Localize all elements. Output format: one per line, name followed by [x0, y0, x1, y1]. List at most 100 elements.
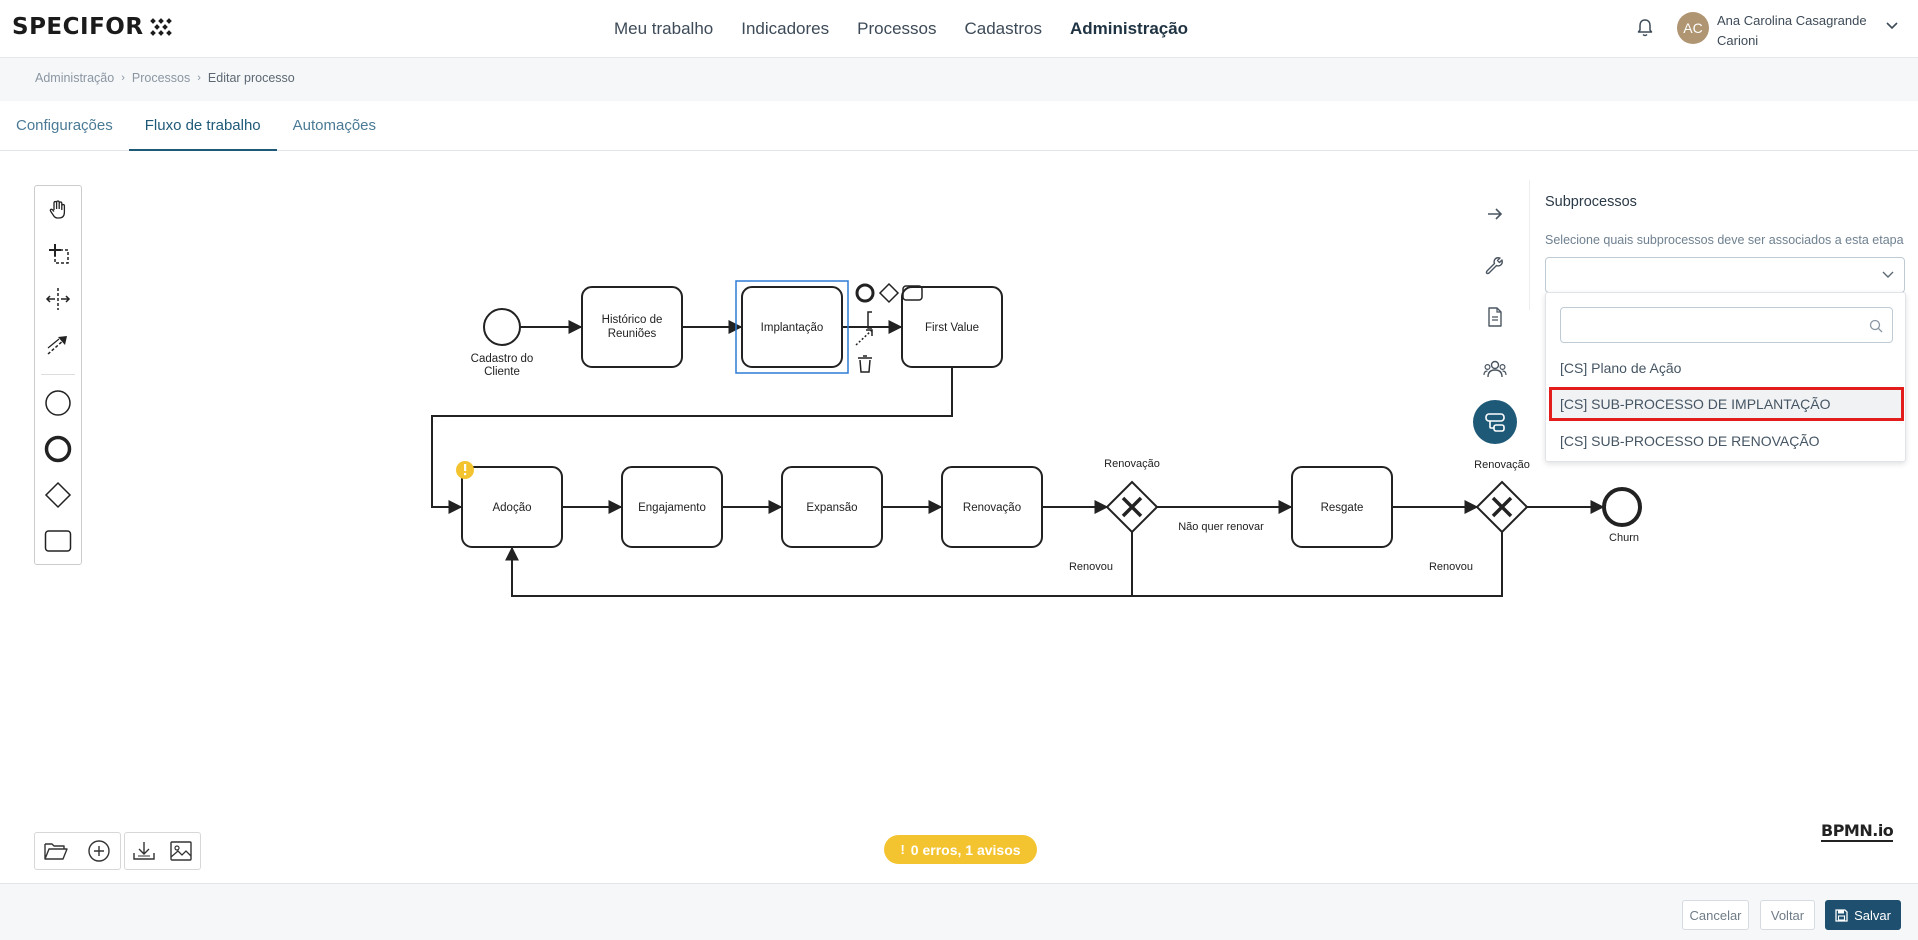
sidebar-flow-button[interactable] — [1473, 192, 1517, 236]
nav-administracao[interactable]: Administração — [1069, 19, 1189, 38]
sidebar-settings-button[interactable] — [1473, 243, 1517, 287]
top-navbar: SPECIFOR Meu trabalho Indicadores Proces… — [0, 0, 1918, 58]
subprocess-panel-title: Subprocessos — [1545, 194, 1637, 210]
document-icon — [1488, 307, 1502, 327]
task-first-value-label: First Value — [925, 322, 979, 334]
tool-palette — [34, 185, 82, 565]
append-task-icon — [902, 285, 923, 301]
save-button-label: Salvar — [1854, 907, 1891, 923]
action-footer: Cancelar Voltar Salvar — [0, 883, 1918, 940]
hand-tool-icon[interactable] — [44, 196, 72, 224]
subprocess-panel: Subprocessos Selecione quais subprocesso… — [1529, 180, 1918, 310]
create-end-event-icon[interactable] — [44, 435, 72, 463]
task-renovacao-label: Renovação — [963, 502, 1021, 514]
flow-nao-renovar-label: Não quer renovar — [1178, 521, 1264, 533]
user-name[interactable]: Ana Carolina Casagrande Carioni — [1717, 13, 1867, 48]
subprocess-panel-hint: Selecione quais subprocessos deve ser as… — [1545, 233, 1904, 247]
subprocess-option-renovacao[interactable]: [CS] SUB-PROCESSO DE RENOVAÇÃO — [1560, 433, 1820, 449]
arrow-right-icon — [1488, 208, 1503, 220]
export-image-icon[interactable] — [163, 833, 201, 869]
specifor-logo[interactable]: SPECIFOR — [12, 14, 172, 40]
create-start-event-icon[interactable] — [44, 389, 72, 417]
flow-renovou-label-1: Renovou — [1069, 561, 1113, 573]
flow-gateway2-renovou — [1132, 532, 1503, 597]
bpmn-io-watermark[interactable]: BPMN.io — [1821, 821, 1894, 842]
tab-automacoes[interactable]: Automações — [292, 117, 377, 134]
export-toolbar — [124, 832, 201, 870]
notification-bell-icon[interactable] — [1636, 18, 1654, 38]
palette-separator — [41, 374, 75, 375]
save-button[interactable]: Salvar — [1825, 900, 1901, 930]
subprocess-select[interactable] — [1545, 257, 1905, 293]
gateway2-label: Renovação — [1474, 459, 1530, 471]
context-pad — [855, 282, 923, 373]
task-renovacao — [941, 466, 1043, 548]
task-first-value — [901, 286, 1003, 368]
validation-status-badge[interactable]: ! 0 erros, 1 avisos — [884, 835, 1037, 864]
flow-firstvalue-adocao — [431, 367, 953, 514]
task-engajamento-label: Engajamento — [638, 502, 706, 514]
save-disk-icon — [1835, 908, 1848, 922]
cancel-button[interactable]: Cancelar — [1682, 900, 1749, 930]
nav-processos[interactable]: Processos — [857, 19, 937, 38]
subprocess-dropdown: [CS] Plano de Ação [CS] SUB-PROCESSO DE … — [1545, 292, 1906, 462]
task-historico-label-line1: Histórico de — [602, 314, 663, 326]
file-toolbar — [34, 832, 121, 870]
task-adocao-label: Adoção — [492, 502, 531, 514]
breadcrumb-separator-icon: › — [121, 72, 125, 84]
breadcrumb-administracao[interactable]: Administração — [35, 71, 115, 85]
subprocess-icon — [1485, 413, 1505, 432]
gateway-renovacao-2 — [1475, 480, 1529, 534]
task-engajamento — [621, 466, 723, 548]
end-event-churn — [1602, 487, 1642, 527]
task-historico-label-line2: Reuniões — [608, 328, 657, 340]
subprocess-search-input[interactable] — [1567, 312, 1857, 338]
create-task-icon[interactable] — [44, 527, 72, 555]
gateway1-label: Renovação — [1104, 458, 1160, 470]
append-text-annotation-icon — [867, 311, 872, 329]
subprocess-option-plano-de-acao[interactable]: [CS] Plano de Ação — [1560, 360, 1682, 376]
gateway-renovacao-1 — [1105, 480, 1159, 534]
user-avatar[interactable]: AC — [1677, 12, 1709, 44]
new-diagram-icon[interactable] — [78, 833, 121, 869]
download-bpmn-icon[interactable] — [125, 833, 163, 869]
sidebar-subprocess-button[interactable] — [1473, 400, 1517, 444]
append-end-event-icon — [855, 283, 875, 303]
task-implantacao-selection — [735, 280, 849, 374]
sidebar-document-button[interactable] — [1473, 295, 1517, 339]
flow-gateway1-renovou — [505, 532, 1133, 597]
open-folder-icon[interactable] — [35, 833, 78, 869]
task-historico-reunioes — [581, 286, 683, 368]
task-adocao — [461, 466, 563, 548]
subprocess-search-field[interactable] — [1560, 307, 1893, 343]
nav-meu-trabalho[interactable]: Meu trabalho — [614, 19, 714, 38]
chevron-down-icon — [1882, 271, 1894, 278]
nav-indicadores[interactable]: Indicadores — [741, 19, 830, 38]
back-button[interactable]: Voltar — [1760, 900, 1815, 930]
breadcrumb-processos[interactable]: Processos — [131, 71, 191, 85]
delete-trash-icon — [858, 355, 872, 373]
wrench-icon — [1485, 257, 1503, 275]
tab-fluxo-de-trabalho[interactable]: Fluxo de trabalho — [128, 101, 277, 151]
task-implantacao — [741, 286, 843, 368]
global-connect-tool-icon[interactable] — [44, 330, 72, 358]
nav-cadastros[interactable]: Cadastros — [964, 19, 1042, 38]
logo-text: SPECIFOR — [12, 14, 144, 40]
task-resgate — [1291, 466, 1393, 548]
main-nav: Meu trabalho Indicadores Processos Cadas… — [614, 0, 1188, 58]
append-gateway-icon — [878, 282, 900, 304]
flow-renovou-label-2: Renovou — [1429, 561, 1473, 573]
sidebar-users-button[interactable] — [1473, 347, 1517, 391]
task-resgate-label: Resgate — [1321, 502, 1364, 514]
space-tool-icon[interactable] — [44, 285, 72, 313]
task-expansao — [781, 466, 883, 548]
create-gateway-icon[interactable] — [44, 481, 72, 509]
subprocess-option-implantacao[interactable]: [CS] SUB-PROCESSO DE IMPLANTAÇÃO — [1549, 387, 1904, 421]
breadcrumb-separator-icon: › — [197, 72, 201, 84]
lasso-tool-icon[interactable] — [44, 240, 72, 268]
user-menu-chevron-icon[interactable] — [1886, 22, 1898, 30]
tab-configuracoes[interactable]: Configurações — [16, 117, 113, 134]
end-event-label: Churn — [1609, 532, 1639, 544]
